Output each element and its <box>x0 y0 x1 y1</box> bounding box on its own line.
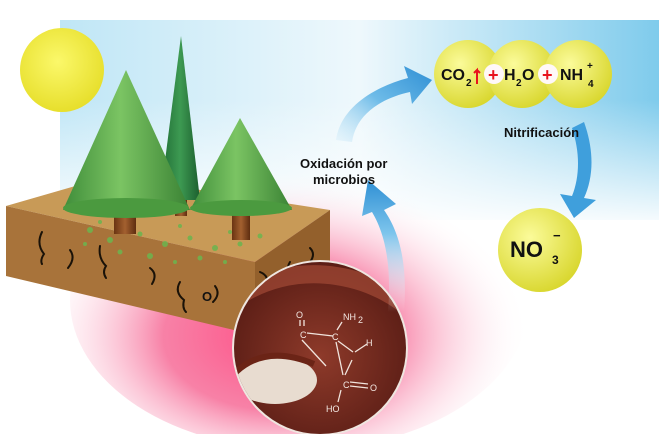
soil-cracks <box>38 231 314 313</box>
svg-text:O: O <box>522 67 534 84</box>
nitrate-bubble: NO − 3 <box>498 208 582 292</box>
svg-text:NH: NH <box>343 312 356 322</box>
nitrification-label: Nitrificación <box>504 125 579 140</box>
svg-text:NH: NH <box>560 67 583 84</box>
svg-text:4: 4 <box>588 79 594 90</box>
sun-icon <box>20 28 104 112</box>
svg-text:H: H <box>504 67 516 84</box>
svg-text:+: + <box>488 65 499 85</box>
tree-right <box>190 118 292 240</box>
co2-release-arrow-icon <box>473 67 481 84</box>
svg-text:C: C <box>332 332 339 342</box>
arrow-to-formula <box>336 66 432 142</box>
svg-text:HO: HO <box>326 404 340 414</box>
svg-text:H: H <box>366 338 373 348</box>
arrow-to-nitrate <box>560 122 596 218</box>
soil-o-label: O <box>202 289 212 304</box>
soil-front <box>6 206 255 335</box>
tree-left <box>63 70 190 234</box>
svg-text:C: C <box>343 380 350 390</box>
svg-text:2: 2 <box>358 315 363 325</box>
svg-text:+: + <box>542 65 553 85</box>
svg-text:NO: NO <box>510 237 543 262</box>
arrow-up-to-oxidation <box>362 180 405 312</box>
oxidation-label-1: Oxidación por <box>300 156 387 171</box>
svg-text:C: C <box>300 330 307 340</box>
formula-bubbles <box>434 40 612 108</box>
svg-text:O: O <box>370 383 377 393</box>
svg-text:+: + <box>587 61 593 72</box>
svg-text:2: 2 <box>516 78 522 89</box>
formula-text: CO 2 + H 2 O + NH + 4 <box>441 61 594 90</box>
svg-text:O: O <box>296 310 303 320</box>
svg-text:3: 3 <box>552 253 559 267</box>
svg-text:CO: CO <box>441 67 465 84</box>
svg-text:2: 2 <box>466 78 472 89</box>
oxidation-label-2: microbios <box>313 172 375 187</box>
svg-text:−: − <box>553 228 561 243</box>
